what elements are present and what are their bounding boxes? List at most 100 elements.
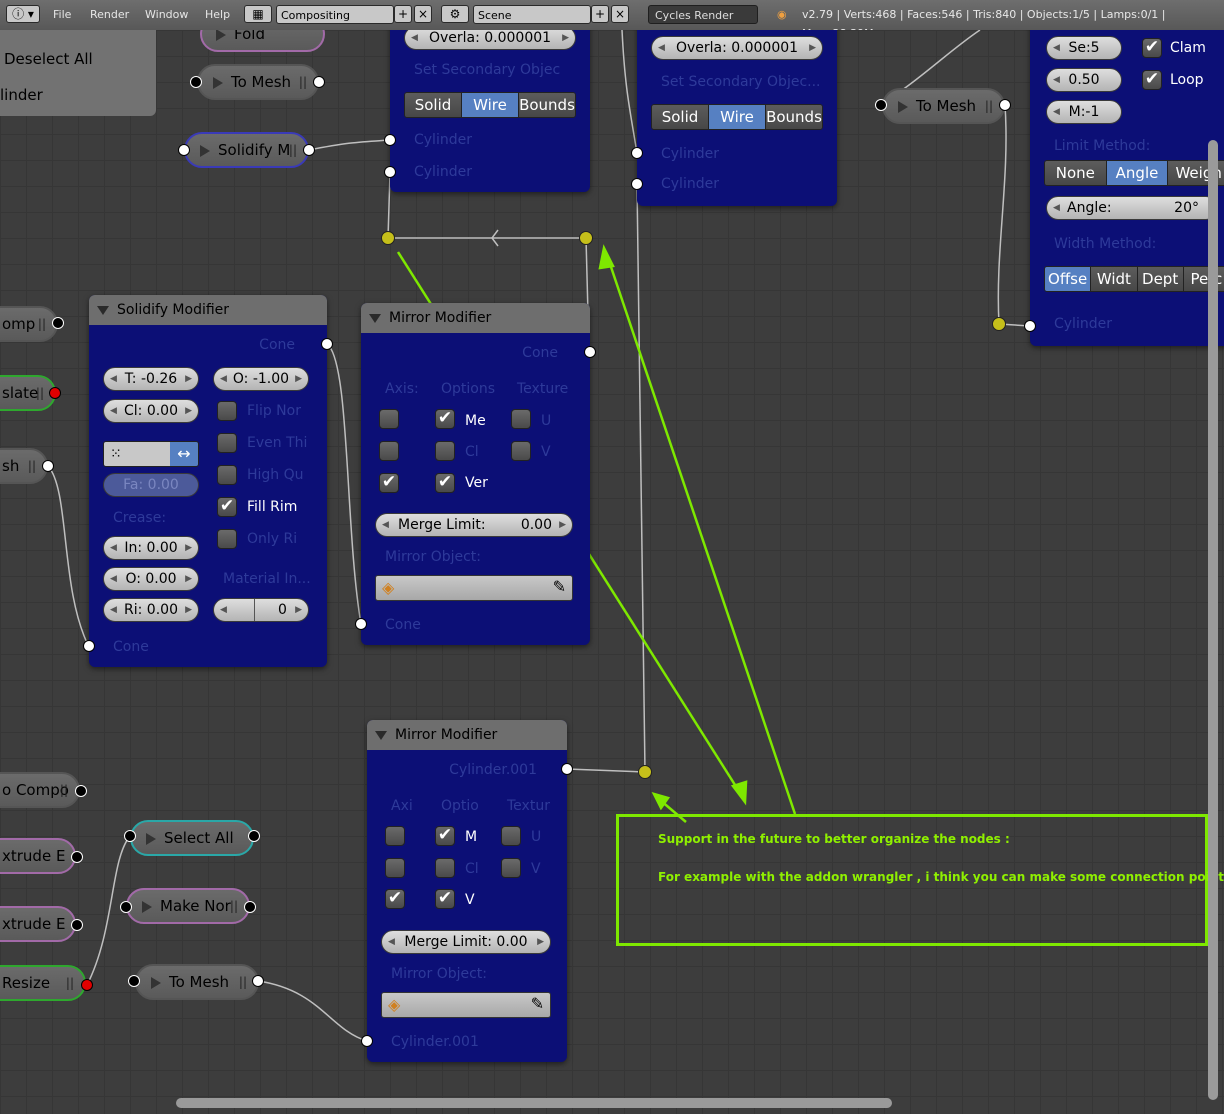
crease-rim-field[interactable]: ◀Ri: 0.00▶ xyxy=(103,598,199,622)
display-wire-button[interactable]: Wire xyxy=(462,93,519,117)
high-quality-checkbox[interactable] xyxy=(217,465,237,485)
display-bounds-button[interactable]: Bounds xyxy=(519,93,575,117)
eyedropper-icon[interactable]: ✎ xyxy=(530,994,544,1013)
collapse-triangle-icon[interactable] xyxy=(375,730,387,740)
texture-v-checkbox[interactable] xyxy=(511,441,531,461)
texture-u-checkbox[interactable] xyxy=(501,826,521,846)
flip-normals-checkbox[interactable] xyxy=(217,401,237,421)
input-socket[interactable] xyxy=(631,178,643,190)
axis-z-checkbox[interactable]: ✔ xyxy=(385,889,405,909)
input-socket[interactable] xyxy=(83,640,95,652)
loop-checkbox[interactable]: ✔ xyxy=(1142,70,1162,90)
add-scene-icon[interactable]: + xyxy=(591,5,609,23)
width-depth-button[interactable]: Dept xyxy=(1137,267,1184,291)
material-index-field[interactable]: ◀▶0 xyxy=(213,598,309,622)
screen-layout-icon[interactable]: ▦ xyxy=(244,5,272,23)
expand-triangle-icon[interactable] xyxy=(146,832,156,845)
reroute-point[interactable] xyxy=(579,231,593,245)
menu-file[interactable]: File xyxy=(53,8,72,21)
output-socket[interactable] xyxy=(49,387,61,399)
node-editor-canvas[interactable]: Deselect All linder Fold To Mesh|| Solid… xyxy=(0,30,1224,1114)
merge-limit-field[interactable]: ◀Merge Limit:0.00▶ xyxy=(375,513,573,537)
offset-field[interactable]: ◀O: -1.00▶ xyxy=(213,367,309,391)
menu-render[interactable]: Render xyxy=(90,8,130,21)
only-rim-checkbox[interactable] xyxy=(217,529,237,549)
output-socket[interactable] xyxy=(561,763,573,775)
display-bounds-button[interactable]: Bounds xyxy=(766,105,822,129)
collapsed-node-to-compo[interactable]: o Compo|| xyxy=(0,772,80,808)
axis-y-checkbox[interactable] xyxy=(379,441,399,461)
node-bevel[interactable]: ◀Se:5 ◀0.50 ◀M:-1 ✔ Clam ✔ Loop Limit Me… xyxy=(1030,30,1224,346)
axis-y-checkbox[interactable] xyxy=(385,858,405,878)
output-socket[interactable] xyxy=(42,460,54,472)
output-socket[interactable] xyxy=(584,346,596,358)
node-header[interactable]: Mirror Modifier xyxy=(367,720,567,750)
node-header[interactable]: Mirror Modifier xyxy=(361,303,590,333)
merge-checkbox[interactable]: ✔ xyxy=(435,409,455,429)
output-socket[interactable] xyxy=(244,901,256,913)
texture-u-checkbox[interactable] xyxy=(511,409,531,429)
segments-field[interactable]: ◀Se:5 xyxy=(1046,36,1122,60)
input-socket[interactable] xyxy=(178,144,190,156)
node-boolean-top-center[interactable]: ◀Overla: 0.000001▶ Set Secondary Objec S… xyxy=(390,30,590,192)
input-socket[interactable] xyxy=(384,134,396,146)
width-offset-button[interactable]: Offse xyxy=(1045,267,1092,291)
expand-triangle-icon[interactable] xyxy=(151,976,161,989)
input-socket[interactable] xyxy=(875,99,887,111)
input-socket[interactable] xyxy=(120,901,132,913)
output-socket[interactable] xyxy=(248,830,260,842)
expand-triangle-icon[interactable] xyxy=(216,30,226,41)
thickness-field[interactable]: ◀T: -0.26▶ xyxy=(103,367,199,391)
invert-arrow-icon[interactable]: ↔ xyxy=(170,442,198,466)
axis-x-checkbox[interactable] xyxy=(385,826,405,846)
display-solid-button[interactable]: Solid xyxy=(652,105,709,129)
clipping-checkbox[interactable] xyxy=(435,441,455,461)
overlap-field[interactable]: ◀Overla: 0.000001▶ xyxy=(404,30,576,50)
horizontal-scrollbar[interactable] xyxy=(176,1098,892,1108)
display-mode-toggle[interactable]: Solid Wire Bounds xyxy=(651,104,823,130)
output-socket[interactable] xyxy=(313,76,325,88)
vertical-scrollbar[interactable] xyxy=(1208,140,1218,1100)
info-editor-button[interactable]: ⓘ ▾ xyxy=(6,5,40,23)
output-socket[interactable] xyxy=(321,338,333,350)
close-scene-icon[interactable]: × xyxy=(611,5,629,23)
collapsed-node-fold[interactable]: Fold xyxy=(200,30,325,52)
menu-help[interactable]: Help xyxy=(205,8,231,21)
angle-field[interactable]: ◀Angle:20° xyxy=(1046,196,1218,220)
scene-icon[interactable]: ⚙ xyxy=(441,5,469,23)
vertex-groups-checkbox[interactable]: ✔ xyxy=(435,889,455,909)
crease-inner-field[interactable]: ◀In: 0.00▶ xyxy=(103,536,199,560)
collapse-triangle-icon[interactable] xyxy=(97,305,109,315)
collapse-triangle-icon[interactable] xyxy=(369,313,381,323)
display-wire-button[interactable]: Wire xyxy=(709,105,766,129)
expand-triangle-icon[interactable] xyxy=(200,144,210,157)
expand-triangle-icon[interactable] xyxy=(142,900,152,913)
add-layout-icon[interactable]: + xyxy=(394,5,412,23)
collapsed-node-select-all[interactable]: Select All xyxy=(130,820,254,856)
output-socket[interactable] xyxy=(303,144,315,156)
node-header[interactable]: Solidify Modifier xyxy=(89,295,327,325)
expand-triangle-icon[interactable] xyxy=(898,100,908,113)
limit-method-toggle[interactable]: None Angle Weigh xyxy=(1044,160,1224,186)
material-field[interactable]: ◀M:-1 xyxy=(1046,100,1122,124)
fill-rim-checkbox[interactable]: ✔ xyxy=(217,497,237,517)
collapsed-node-sh[interactable]: sh|| xyxy=(0,448,48,484)
collapsed-node-slate[interactable]: slate|| xyxy=(0,375,56,411)
collapsed-node-make-normals[interactable]: Make Nor|| xyxy=(126,888,250,924)
merge-limit-field[interactable]: ◀Merge Limit: 0.00▶ xyxy=(381,930,551,954)
node-mirror-modifier-2[interactable]: Mirror Modifier Cylinder.001 Axi Optio T… xyxy=(367,720,567,1062)
display-solid-button[interactable]: Solid xyxy=(405,93,462,117)
input-socket[interactable] xyxy=(124,830,136,842)
input-socket[interactable] xyxy=(631,147,643,159)
vertex-groups-checkbox[interactable]: ✔ xyxy=(435,473,455,493)
node-boolean-top-right[interactable]: ◀Overla: 0.000001▶ Set Secondary Objec..… xyxy=(637,30,837,206)
deselect-all-button[interactable]: Deselect All xyxy=(4,50,93,68)
clipping-checkbox[interactable] xyxy=(435,858,455,878)
eyedropper-icon[interactable]: ✎ xyxy=(552,577,566,596)
collapsed-node-to-mesh-2[interactable]: To Mesh|| xyxy=(135,964,259,1000)
collapsed-node-to-mesh-right[interactable]: To Mesh|| xyxy=(882,88,1005,124)
node-mirror-modifier-1[interactable]: Mirror Modifier Cone Axis: Options Textu… xyxy=(361,303,590,645)
collapsed-node-comp[interactable]: omp|| xyxy=(0,306,58,342)
overlap-field[interactable]: ◀Overla: 0.000001▶ xyxy=(651,36,823,60)
merge-checkbox[interactable]: ✔ xyxy=(435,826,455,846)
